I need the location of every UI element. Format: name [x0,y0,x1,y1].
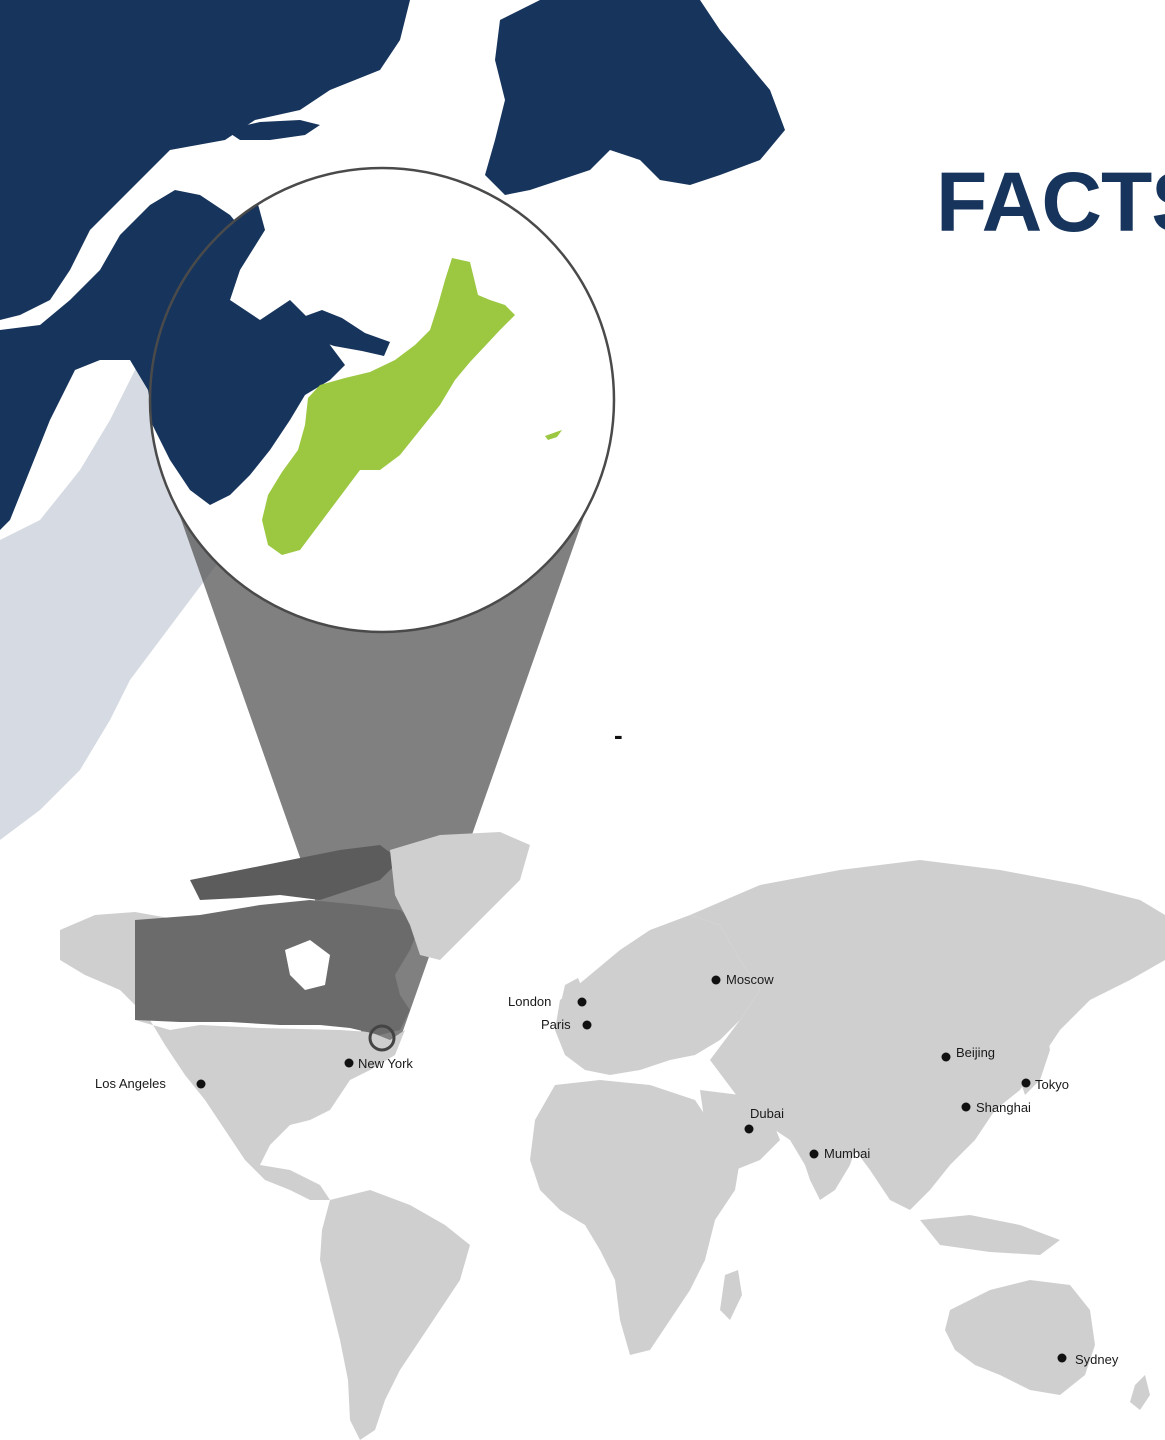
city-shanghai: Shanghai [961,1100,1031,1115]
anticosti-island [225,120,320,140]
city-label: Los Angeles [95,1076,166,1091]
city-dot [711,975,721,985]
india-landmass [790,1120,860,1200]
city-dubai: Dubai [744,1106,784,1134]
city-dot [809,1149,819,1159]
city-beijing: Beijing [941,1045,995,1062]
city-label: Shanghai [976,1100,1031,1115]
city-moscow: Moscow [711,972,774,987]
city-label: Sydney [1075,1352,1119,1367]
city-label: Moscow [726,972,774,987]
city-paris: Paris [541,1017,592,1032]
arctic-islands [190,845,400,900]
city-label: Paris [541,1017,571,1032]
city-dot [196,1079,206,1089]
zoom-cone [176,505,588,1045]
city-dot [744,1124,754,1134]
hudson-bay [285,940,330,990]
zoom-pei-island [300,310,390,356]
city-dot [577,997,587,1007]
australia-landmass [945,1280,1095,1395]
city-london: London [508,994,587,1009]
city-mumbai: Mumbai [809,1146,870,1161]
city-tokyo: Tokyo [1021,1077,1069,1092]
nova-scotia-shape [262,258,515,555]
new-zealand-landmass [1130,1375,1150,1410]
page-title: FACTS [936,155,1165,249]
africa-landmass [530,1080,740,1355]
world-map [60,832,1165,1440]
city-label: Beijing [956,1045,995,1060]
city-los-angeles: Los Angeles [95,1076,206,1091]
quebec-landmass [0,0,410,320]
arabia-landmass [700,1090,780,1170]
city-label: London [508,994,551,1009]
europe-landmass [555,915,760,1075]
canada-landmass [135,900,420,1035]
city-markers: Moscow London Paris New York Los Angeles… [95,972,1119,1367]
city-dot [344,1058,354,1068]
city-label: Dubai [750,1106,784,1121]
south-america-landmass [320,1190,470,1440]
city-label: Tokyo [1035,1077,1069,1092]
sea-islands [920,1215,1060,1255]
city-dot [1021,1078,1031,1088]
city-dot [1057,1353,1067,1363]
greenland-landmass [390,832,530,960]
dash-mark: - [614,720,623,750]
city-sydney: Sydney [1057,1352,1119,1367]
city-label: New York [358,1056,413,1071]
city-label: Mumbai [824,1146,870,1161]
city-dot [941,1052,951,1062]
madagascar-landmass [720,1270,742,1320]
japan-landmass [1020,1020,1050,1095]
zoom-target-ring [368,1024,396,1052]
newfoundland-landmass [485,0,785,195]
city-new-york: New York [344,1056,413,1071]
city-dot [961,1102,971,1112]
sable-island [545,430,562,440]
city-dot [582,1020,592,1030]
